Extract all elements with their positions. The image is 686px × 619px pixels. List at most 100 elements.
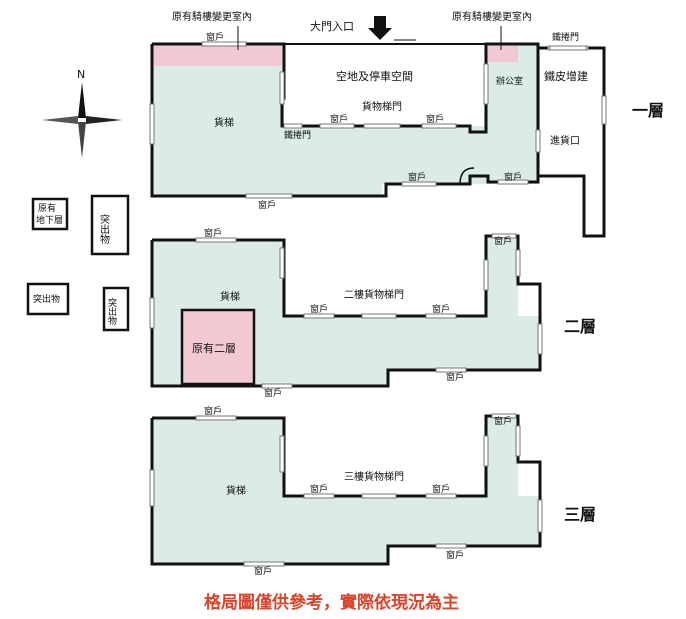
label-open-parking: 空地及停車空間 (336, 69, 413, 83)
label-protrusion: 突出物 (33, 293, 60, 305)
disclaimer-note: 格局圖僅供參考，實際依現況為主 (204, 592, 459, 613)
label-third-floor: 三層 (564, 505, 596, 524)
third-floor-south-strip (282, 544, 388, 564)
label-third-floor-elevator-door: 三樓貨物梯門 (344, 470, 404, 483)
third-floor-east-area (282, 496, 542, 546)
iron-shutter-marker (283, 123, 303, 129)
iron-shutter-marker (279, 71, 285, 105)
window-marker (261, 383, 293, 389)
arcade-left-pink-zone (152, 46, 282, 66)
iron-shutter-marker (549, 45, 587, 51)
label-window: 窗戶 (504, 171, 522, 183)
window-marker (149, 469, 155, 507)
loading-entrance-marker (535, 129, 541, 153)
window-marker (195, 415, 237, 421)
door-swing-arc (459, 167, 475, 185)
label-window: 窗戶 (446, 549, 464, 561)
label-first-floor: 一層 (632, 101, 664, 120)
label-main-entrance: 大門入口 (310, 19, 354, 33)
second-floor-wall (150, 234, 542, 388)
label-window: 窗戶 (264, 387, 282, 399)
window-marker (149, 103, 155, 145)
label-loading-entrance: 進貨口 (550, 134, 580, 147)
third-floor-wall (150, 414, 542, 566)
label-iron-shutter: 鐵捲門 (284, 129, 311, 141)
arcade-right-pink-zone (488, 46, 518, 62)
elevator-door-marker (363, 123, 401, 129)
label-second-floor-elevator-door: 二樓貨物梯門 (344, 288, 404, 301)
window-marker (515, 425, 521, 457)
french-window-marker (483, 63, 489, 105)
window-marker (243, 561, 285, 567)
first-floor: 原有騎樓變更室內 原有騎樓變更室內 大門入口 窗戶 鐵捲門 鐵捲門 空地及停車空… (149, 10, 664, 238)
window-marker (201, 41, 247, 47)
protrusion-box (90, 194, 130, 256)
label-office: 辦公室 (496, 75, 523, 87)
window-marker (303, 313, 335, 319)
window-marker (491, 413, 517, 419)
label-window: 窗戶 (446, 371, 464, 383)
label-window: 窗戶 (426, 113, 444, 125)
label-window: 窗戶 (330, 113, 348, 125)
label-original-basement: 原有 (38, 202, 56, 214)
first-floor-south-strip (282, 176, 382, 196)
compass-north-point (78, 82, 86, 118)
compass-west-point (42, 116, 78, 124)
label-window: 窗戶 (432, 303, 450, 315)
window-marker (421, 123, 457, 129)
window-marker (537, 323, 543, 355)
label-window: 窗戶 (310, 483, 328, 495)
label-window: 窗戶 (206, 31, 224, 43)
label-protrusion: 突出物 (106, 297, 117, 326)
window-marker (483, 259, 489, 291)
label-window: 窗戶 (204, 405, 222, 417)
label-original-2f: 原有二層 (192, 341, 236, 355)
second-floor: 窗戶 窗戶 窗戶 窗戶 窗戶 窗戶 貨梯 二樓貨物梯門 原有二層 二層 (149, 227, 596, 399)
window-marker (279, 435, 285, 473)
entrance-arrow-icon (368, 16, 392, 40)
label-second-floor: 二層 (564, 317, 596, 336)
original-2f-pink-zone (180, 308, 256, 386)
elevator-door-marker (361, 313, 397, 319)
window-marker (319, 123, 355, 129)
window-marker (425, 493, 457, 499)
label-window: 窗戶 (494, 235, 512, 247)
protrusion-box (26, 282, 70, 316)
compass-north-label: N (77, 68, 85, 81)
third-floor-tower-area (486, 416, 518, 498)
label-freight-elevator: 貨梯 (214, 116, 234, 129)
label-window: 窗戶 (310, 303, 328, 315)
window-marker (425, 313, 457, 319)
second-floor-east-area (282, 316, 542, 370)
label-freight-elevator: 貨梯 (220, 290, 240, 303)
window-marker (515, 249, 521, 277)
third-floor: 窗戶 窗戶 窗戶 窗戶 窗戶 窗戶 貨梯 三樓貨物梯門 三層 (149, 405, 596, 577)
label-window: 窗戶 (432, 483, 450, 495)
window-marker (195, 237, 237, 243)
label-window: 窗戶 (408, 171, 426, 183)
label-arcade-right: 原有騎樓變更室內 (452, 10, 532, 23)
window-marker (279, 247, 285, 279)
label-window: 窗戶 (204, 227, 222, 239)
window-marker (435, 543, 467, 549)
window-marker (303, 493, 335, 499)
third-floor-main-area (152, 418, 284, 564)
elevator-door-marker (361, 493, 397, 499)
label-original-basement-2: 地下層 (36, 214, 63, 226)
first-floor-east-area (282, 126, 538, 184)
window-marker (149, 297, 155, 329)
original-basement-box (31, 197, 69, 231)
label-freight-elevator-door: 貨物梯門 (362, 100, 402, 113)
second-floor-south-strip (282, 368, 388, 386)
label-window: 窗戶 (494, 415, 512, 427)
window-marker (245, 193, 293, 199)
label-sheet-metal-addition: 鐵皮增建 (544, 69, 588, 83)
protrusion-box (102, 286, 130, 332)
second-floor-tower-area (486, 236, 518, 318)
first-floor-main-area (152, 44, 284, 196)
sheet-metal-addition-wall (518, 42, 606, 238)
window-marker (537, 499, 543, 533)
compass: N (42, 68, 122, 158)
window-marker (483, 435, 489, 467)
